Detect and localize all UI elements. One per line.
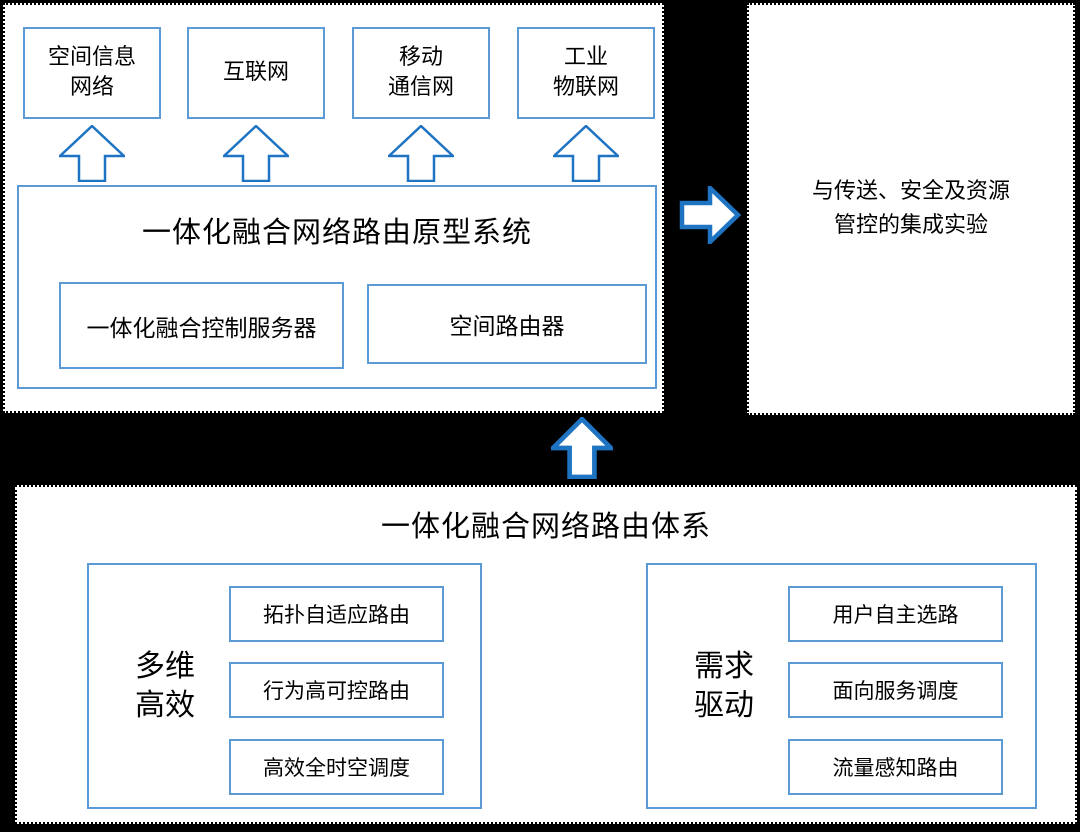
prototype-panel: 空间信息 网络 互联网 移动 通信网 工业 物联网 一体化融合网络路由原型系统 … — [3, 3, 664, 413]
group-item: 流量感知路由 — [788, 739, 1003, 795]
group-box-demand-driven: 需求 驱动 用户自主选路 面向服务调度 流量感知路由 — [646, 563, 1037, 809]
up-arrow-shape — [223, 125, 289, 182]
architecture-panel: 一体化融合网络路由体系 多维 高效 拓扑自适应路由 行为高可控路由 高效全时空调… — [15, 485, 1077, 824]
up-arrow-shape — [59, 125, 125, 182]
network-box-iiot: 工业 物联网 — [517, 27, 655, 119]
component-box-space-router: 空间路由器 — [367, 284, 647, 364]
group-item: 面向服务调度 — [788, 662, 1003, 718]
right-arrow-shape — [679, 186, 741, 244]
architecture-title: 一体化融合网络路由体系 — [380, 509, 711, 543]
up-arrow-icon — [223, 125, 289, 182]
up-arrow-icon — [59, 125, 125, 182]
group-item: 拓扑自适应路由 — [229, 586, 444, 642]
up-arrow-icon — [553, 125, 619, 182]
group-item: 行为高可控路由 — [229, 662, 444, 718]
group-item: 高效全时空调度 — [229, 739, 444, 795]
network-box-internet: 互联网 — [187, 27, 325, 119]
prototype-system-box: 一体化融合网络路由原型系统 一体化融合控制服务器 空间路由器 — [17, 185, 657, 389]
up-arrow-shape — [553, 125, 619, 182]
right-arrow-icon — [679, 186, 741, 244]
group-item: 用户自主选路 — [788, 586, 1003, 642]
up-arrow-icon — [388, 125, 454, 182]
up-arrow-shape — [388, 125, 454, 182]
component-box-control-server: 一体化融合控制服务器 — [59, 282, 344, 369]
integration-panel: 与传送、安全及资源 管控的集成实验 — [747, 3, 1075, 415]
group-label: 多维 高效 — [135, 649, 195, 723]
network-box-mobile: 移动 通信网 — [352, 27, 490, 119]
network-box-space-info: 空间信息 网络 — [23, 27, 161, 119]
group-box-multidimensional: 多维 高效 拓扑自适应路由 行为高可控路由 高效全时空调度 — [87, 563, 482, 809]
up-arrow-shape — [551, 417, 613, 479]
group-label: 需求 驱动 — [694, 649, 754, 723]
up-arrow-icon — [551, 417, 613, 479]
integration-label: 与传送、安全及资源 管控的集成实验 — [811, 178, 1010, 238]
prototype-system-title: 一体化融合网络路由原型系统 — [141, 215, 532, 249]
